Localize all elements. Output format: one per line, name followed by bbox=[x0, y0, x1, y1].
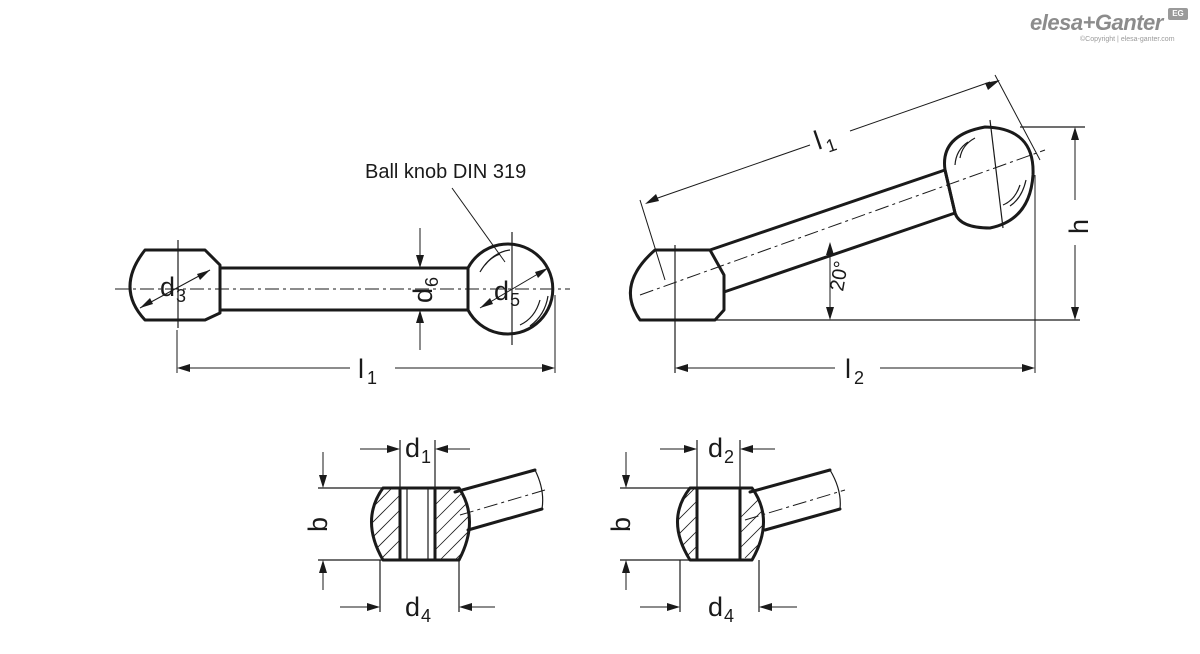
label-d1: d 1 bbox=[405, 433, 431, 467]
svg-text:6: 6 bbox=[422, 277, 442, 287]
logo-brand-text: elesa+Ganter bbox=[1030, 10, 1163, 35]
svg-text:d: d bbox=[408, 288, 438, 303]
svg-text:20°: 20° bbox=[826, 259, 853, 293]
label-h: h bbox=[1064, 219, 1094, 234]
svg-text:2: 2 bbox=[854, 368, 864, 388]
svg-text:1: 1 bbox=[823, 134, 839, 156]
label-d5: d 5 bbox=[494, 276, 520, 310]
svg-text:1: 1 bbox=[367, 368, 377, 388]
threaded-hub-section: b d 1 d 4 bbox=[303, 433, 546, 626]
label-angle: 20° bbox=[826, 259, 853, 293]
label-d6: d 6 bbox=[408, 277, 442, 303]
svg-text:5: 5 bbox=[510, 290, 520, 310]
label-d4-left: d 4 bbox=[405, 592, 431, 626]
label-b-left: b bbox=[303, 517, 333, 532]
svg-text:l: l bbox=[358, 354, 364, 384]
svg-text:b: b bbox=[303, 517, 333, 532]
label-l2: l 2 bbox=[845, 354, 864, 388]
svg-text:3: 3 bbox=[176, 286, 186, 306]
bore-hub-section: b d 2 d 4 bbox=[606, 433, 846, 626]
svg-text:4: 4 bbox=[421, 606, 431, 626]
ball-knob-callout: Ball knob DIN 319 bbox=[365, 161, 526, 183]
svg-text:d: d bbox=[160, 272, 175, 302]
label-d3: d 3 bbox=[160, 272, 186, 306]
svg-text:4: 4 bbox=[724, 606, 734, 626]
logo-copyright: ©Copyright | elesa-ganter.com bbox=[1080, 36, 1175, 43]
svg-text:1: 1 bbox=[421, 447, 431, 467]
elesa-ganter-logo: elesa+Ganter EG ©Copyright | elesa-gante… bbox=[1030, 8, 1195, 48]
svg-text:d: d bbox=[405, 433, 420, 463]
label-b-right: b bbox=[606, 517, 636, 532]
svg-text:l: l bbox=[845, 354, 851, 384]
label-d4-right: d 4 bbox=[708, 592, 734, 626]
svg-text:d: d bbox=[405, 592, 420, 622]
angled-lever-view: l 1 20° h l 2 bbox=[628, 74, 1094, 388]
svg-text:d: d bbox=[708, 592, 723, 622]
svg-text:h: h bbox=[1064, 219, 1094, 234]
svg-text:2: 2 bbox=[724, 447, 734, 467]
label-l1-straight: l 1 bbox=[358, 354, 377, 388]
label-l1-angled: l 1 bbox=[810, 125, 839, 156]
straight-lever-view: Ball knob DIN 319 d 3 d 6 d 5 l 1 bbox=[115, 161, 570, 388]
label-d2: d 2 bbox=[708, 433, 734, 467]
svg-text:d: d bbox=[708, 433, 723, 463]
logo-badge: EG bbox=[1168, 8, 1188, 20]
svg-text:d: d bbox=[494, 276, 509, 306]
svg-text:b: b bbox=[606, 517, 636, 532]
